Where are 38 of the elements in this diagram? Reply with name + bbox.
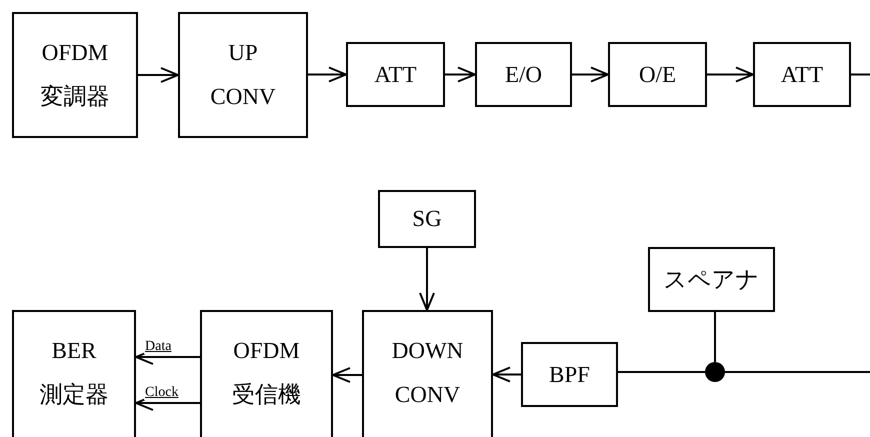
block-box <box>753 42 851 107</box>
block-label: スペアナ <box>662 266 760 294</box>
arrow <box>445 66 476 82</box>
block-label: UP CONV <box>209 39 277 111</box>
block-label: E/O <box>504 60 544 88</box>
block-box <box>521 342 618 407</box>
edge-label: Clock <box>144 386 180 400</box>
block-box <box>12 12 138 138</box>
block-label: ATT <box>780 60 824 88</box>
arrow <box>138 67 179 83</box>
block-label: BPF <box>548 360 591 388</box>
block-box <box>648 247 775 312</box>
block-label: BER 測定器 <box>38 337 110 409</box>
arrow <box>332 367 362 383</box>
connector-line <box>714 312 716 362</box>
connector-line <box>851 74 870 76</box>
block-box <box>200 310 333 437</box>
block-label: OFDM 受信機 <box>231 337 302 409</box>
block-label: O/E <box>638 60 678 88</box>
edge-label: Data <box>144 340 172 354</box>
block-box <box>346 42 445 107</box>
arrow <box>707 66 754 82</box>
block-label: SG <box>411 205 443 233</box>
connector-line <box>725 371 870 373</box>
block-label: ATT <box>373 60 418 88</box>
arrow <box>572 66 609 82</box>
arrow <box>419 248 435 311</box>
block-box <box>608 42 707 107</box>
block-label: OFDM 変調器 <box>40 39 110 111</box>
connector-line <box>618 371 705 373</box>
block-box <box>475 42 572 107</box>
block-box <box>12 310 136 437</box>
block-label: DOWN CONV <box>390 337 464 409</box>
block-box <box>378 190 476 248</box>
block-box <box>178 12 308 138</box>
arrow <box>308 66 347 82</box>
arrow <box>492 366 521 382</box>
block-box <box>362 310 493 437</box>
